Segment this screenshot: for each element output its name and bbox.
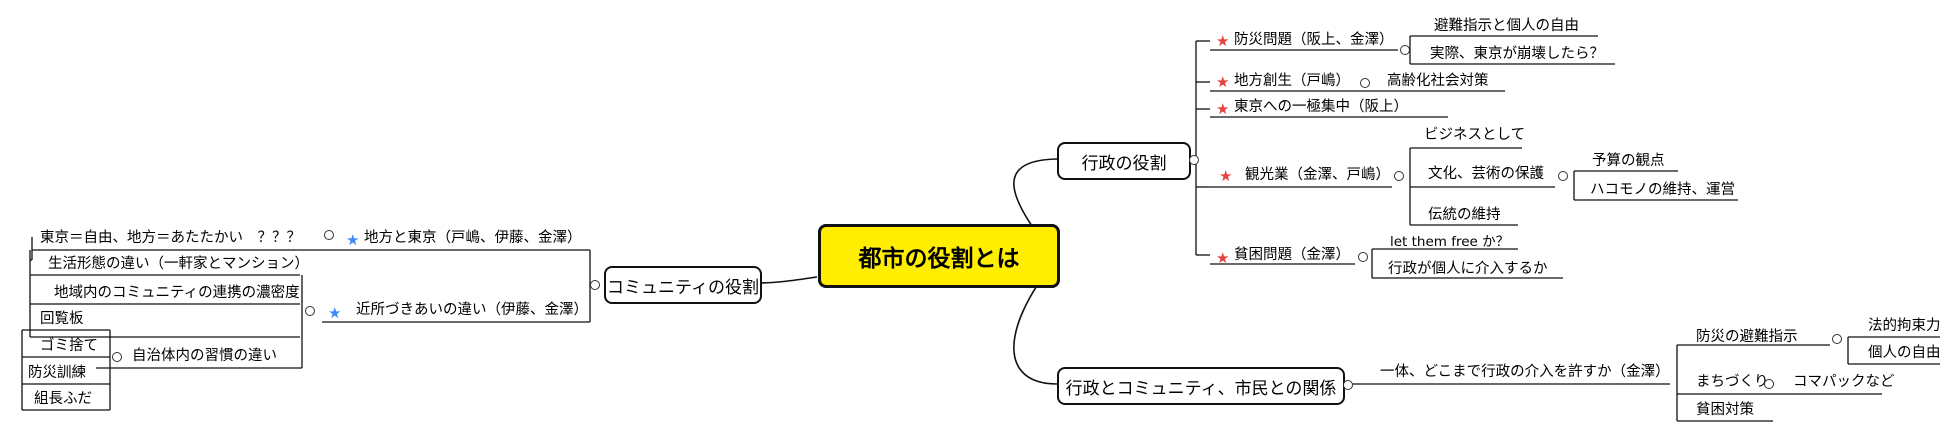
node-chihou[interactable]: 地方創生（戸嶋）: [1234, 73, 1350, 89]
node-kanko-b1[interactable]: 予算の観点: [1592, 153, 1665, 169]
node-kinjo-c[interactable]: 自治体内の習慣の違い: [132, 348, 277, 364]
collapse-toggle[interactable]: [1394, 171, 1404, 181]
collapse-toggle[interactable]: [1400, 45, 1410, 55]
collapse-toggle[interactable]: [112, 352, 122, 362]
node-machi[interactable]: まちづくり: [1696, 374, 1769, 390]
collapse-toggle[interactable]: [1360, 78, 1370, 88]
collapse-toggle[interactable]: [1358, 252, 1368, 262]
collapse-toggle[interactable]: [1189, 155, 1199, 165]
collapse-toggle[interactable]: [590, 280, 600, 290]
collapse-toggle[interactable]: [305, 306, 315, 316]
node-bousai-a[interactable]: 避難指示と個人の自由: [1434, 18, 1579, 34]
star-icon: ★: [328, 304, 342, 322]
node-kanko-c[interactable]: 伝統の維持: [1428, 207, 1501, 223]
node-kinjo-c4[interactable]: 組長ふだ: [34, 391, 92, 407]
topic-community-label: コミュニティの役割: [607, 277, 759, 298]
collapse-toggle[interactable]: [1343, 380, 1353, 390]
collapse-toggle[interactable]: [1558, 171, 1568, 181]
topic-gyosei[interactable]: 行政の役割: [1057, 142, 1191, 180]
topic-community[interactable]: コミュニティの役割: [604, 266, 762, 304]
star-icon: ★: [1219, 167, 1233, 185]
node-kinjo[interactable]: 近所づきあいの違い（伊藤、金澤）: [356, 302, 588, 318]
node-kanko-a[interactable]: ビジネスとして: [1424, 127, 1526, 143]
node-kojin[interactable]: 個人の自由: [1868, 345, 1941, 361]
node-kanko-b2[interactable]: ハコモノの維持、運営: [1590, 182, 1735, 198]
star-icon: ★: [346, 231, 360, 249]
node-kanko[interactable]: 観光業（金澤、戸嶋）: [1245, 167, 1390, 183]
star-icon: ★: [1216, 100, 1230, 118]
node-ittai[interactable]: 一体、どこまで行政の介入を許すか（金澤）: [1380, 364, 1670, 380]
node-bousai-b[interactable]: 実際、東京が崩壊したら？: [1430, 46, 1604, 62]
node-bousai[interactable]: 防災問題（阪上、金澤）: [1234, 32, 1394, 48]
node-tokyo[interactable]: 東京への一極集中（阪上）: [1234, 99, 1408, 115]
topic-kankei[interactable]: 行政とコミュニティ、市民との関係: [1057, 367, 1345, 405]
node-kinjo-c2[interactable]: ゴミ捨て: [40, 338, 98, 354]
central-topic-label: 都市の役割とは: [858, 246, 1020, 272]
node-hinkon-b[interactable]: 行政が個人に介入するか: [1388, 261, 1548, 277]
node-kinjo-a[interactable]: 生活形態の違い（一軒家とマンション）: [48, 256, 309, 272]
topic-gyosei-label: 行政の役割: [1081, 153, 1167, 174]
star-icon: ★: [1216, 73, 1230, 91]
collapse-toggle[interactable]: [1764, 379, 1774, 389]
node-kinjo-b[interactable]: 地域内のコミュニティの連携の濃密度: [54, 285, 300, 301]
node-compact[interactable]: コマパックなど: [1793, 374, 1895, 390]
node-kinjo-c3[interactable]: 防災訓練: [28, 365, 86, 381]
topic-kankei-label: 行政とコミュニティ、市民との関係: [1065, 378, 1337, 399]
collapse-toggle[interactable]: [324, 230, 334, 240]
node-chiho-tokyo[interactable]: 地方と東京（戸嶋、伊藤、金澤）: [364, 230, 582, 246]
node-houteki[interactable]: 法的拘束力: [1868, 318, 1941, 334]
collapse-toggle[interactable]: [1832, 334, 1842, 344]
node-hinkon-taisaku[interactable]: 貧困対策: [1696, 402, 1754, 418]
star-icon: ★: [1216, 32, 1230, 50]
node-kanko-b[interactable]: 文化、芸術の保護: [1428, 166, 1544, 182]
node-chihou-a[interactable]: 高齢化社会対策: [1387, 73, 1489, 89]
central-topic[interactable]: 都市の役割とは: [818, 224, 1060, 288]
node-kinjo-c1[interactable]: 回覧板: [40, 311, 84, 327]
node-bousai-hinan[interactable]: 防災の避難指示: [1696, 329, 1798, 345]
node-hinkon-a[interactable]: let them free か？: [1390, 234, 1510, 250]
star-icon: ★: [1216, 249, 1230, 267]
node-hinkon[interactable]: 貧困問題（金澤）: [1234, 247, 1350, 263]
node-chiho-tokyo-a[interactable]: 東京＝自由、地方＝あたたかい ？？？: [40, 230, 301, 246]
